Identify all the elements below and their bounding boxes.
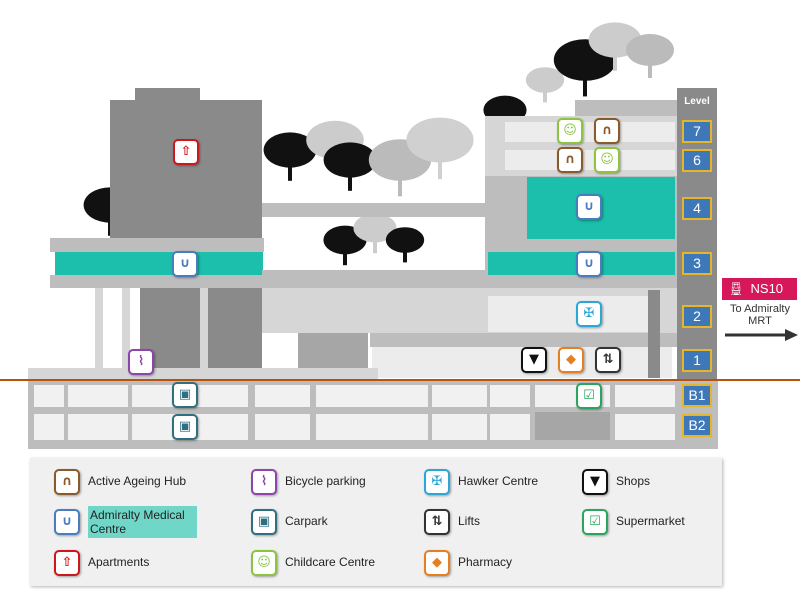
basement-bay xyxy=(316,414,428,440)
basement-bay xyxy=(432,414,487,440)
basement-bay xyxy=(615,385,675,407)
slab xyxy=(50,275,264,288)
tree-icon xyxy=(406,117,474,163)
legend-label: Pharmacy xyxy=(458,555,513,569)
pharmacy-icon[interactable]: ◆ xyxy=(424,550,450,576)
legend-label: Carpark xyxy=(285,514,328,528)
bicycle-icon[interactable]: ⌇ xyxy=(251,469,277,495)
legend-label: Active Ageing Hub xyxy=(88,474,187,488)
ground-deck xyxy=(28,368,378,380)
arrow-right-icon xyxy=(725,329,798,341)
basement-bay xyxy=(255,414,310,440)
medical-icon[interactable]: ∪ xyxy=(576,194,602,220)
floor6 xyxy=(505,150,675,170)
lifts-icon[interactable]: ⇅ xyxy=(424,509,450,535)
legend-label: Childcare Centre xyxy=(285,555,376,569)
apartments-icon[interactable]: ⇧ xyxy=(54,550,80,576)
pharmacy-icon[interactable]: ◆ xyxy=(558,347,584,373)
childcare-icon[interactable]: ☺ xyxy=(594,147,620,173)
apartments-icon[interactable]: ⇧ xyxy=(173,139,199,165)
tree-icon xyxy=(385,227,425,253)
level-1[interactable]: 1 xyxy=(682,349,712,372)
legend-label: Bicycle parking xyxy=(285,474,366,488)
active-ageing-icon[interactable]: ∩ xyxy=(557,147,583,173)
active-ageing-icon[interactable]: ∩ xyxy=(54,469,80,495)
level-7[interactable]: 7 xyxy=(682,120,712,143)
level-header: Level xyxy=(684,96,710,107)
basement-block xyxy=(535,412,610,440)
basement-bay xyxy=(34,385,64,407)
tree-icon xyxy=(525,67,565,93)
level-6[interactable]: 6 xyxy=(682,149,712,172)
legend-label: Supermarket xyxy=(616,514,685,528)
apartment-tower xyxy=(110,100,262,240)
basement-bay xyxy=(615,414,675,440)
shops-icon[interactable]: ▼ xyxy=(582,469,608,495)
basement-bay xyxy=(68,414,128,440)
shops-icon[interactable]: ▼ xyxy=(521,347,547,373)
column xyxy=(200,288,208,378)
legend-label: Shops xyxy=(616,474,651,488)
hawker-icon[interactable]: ✠ xyxy=(576,301,602,327)
tree-icon xyxy=(353,213,397,243)
ground-line xyxy=(0,379,800,381)
lifts-icon[interactable]: ⇅ xyxy=(595,347,621,373)
level-b2[interactable]: B2 xyxy=(682,414,712,437)
carpark-icon[interactable]: ▣ xyxy=(251,509,277,535)
level2-floor xyxy=(488,296,648,332)
basement-bay xyxy=(432,385,487,407)
level1-slab xyxy=(370,333,680,347)
column xyxy=(122,288,130,368)
floor7 xyxy=(505,122,675,142)
basement-bay xyxy=(490,385,530,407)
medical-icon[interactable]: ∪ xyxy=(54,509,80,535)
mrt-direction: To Admiralty MRT xyxy=(730,303,790,327)
legend-label: Hawker Centre xyxy=(458,474,539,488)
hawker-icon[interactable]: ✠ xyxy=(424,469,450,495)
bicycle-icon[interactable]: ⌇ xyxy=(128,349,154,375)
column xyxy=(95,288,103,368)
carpark-icon[interactable]: ▣ xyxy=(172,414,198,440)
childcare-icon[interactable]: ☺ xyxy=(557,118,583,144)
level-4[interactable]: 4 xyxy=(682,197,712,220)
childcare-icon[interactable]: ☺ xyxy=(251,550,277,576)
level3-slab-left xyxy=(50,238,264,252)
level-2[interactable]: 2 xyxy=(682,305,712,328)
medical-band-left xyxy=(55,252,263,275)
basement-bay xyxy=(316,385,428,407)
tree-icon xyxy=(263,132,317,168)
supermarket-icon[interactable]: ☑ xyxy=(576,383,602,409)
active-ageing-icon[interactable]: ∩ xyxy=(594,118,620,144)
medical-icon[interactable]: ∪ xyxy=(576,251,602,277)
basement-bay xyxy=(68,385,128,407)
level-b1[interactable]: B1 xyxy=(682,384,712,407)
basement-bay xyxy=(255,385,310,407)
level-3[interactable]: 3 xyxy=(682,252,712,275)
core xyxy=(648,290,660,378)
mrt-badge[interactable]: 🚆︎ NS10 xyxy=(722,278,797,300)
medical-icon[interactable]: ∪ xyxy=(172,251,198,277)
basement-bay xyxy=(490,414,530,440)
supermarket-icon[interactable]: ☑ xyxy=(582,509,608,535)
tree-icon xyxy=(323,142,377,178)
legend-label: Admiralty Medical Centre xyxy=(88,506,197,538)
mrt-code: NS10 xyxy=(750,281,784,296)
train-icon: 🚆︎ xyxy=(728,281,745,296)
legend-label: Apartments xyxy=(88,555,150,569)
roof xyxy=(575,100,680,116)
legend-label: Lifts xyxy=(458,514,481,528)
tree-icon xyxy=(626,34,674,66)
tower-top xyxy=(135,88,200,102)
basement-bay xyxy=(34,414,64,440)
carpark-icon[interactable]: ▣ xyxy=(172,382,198,408)
